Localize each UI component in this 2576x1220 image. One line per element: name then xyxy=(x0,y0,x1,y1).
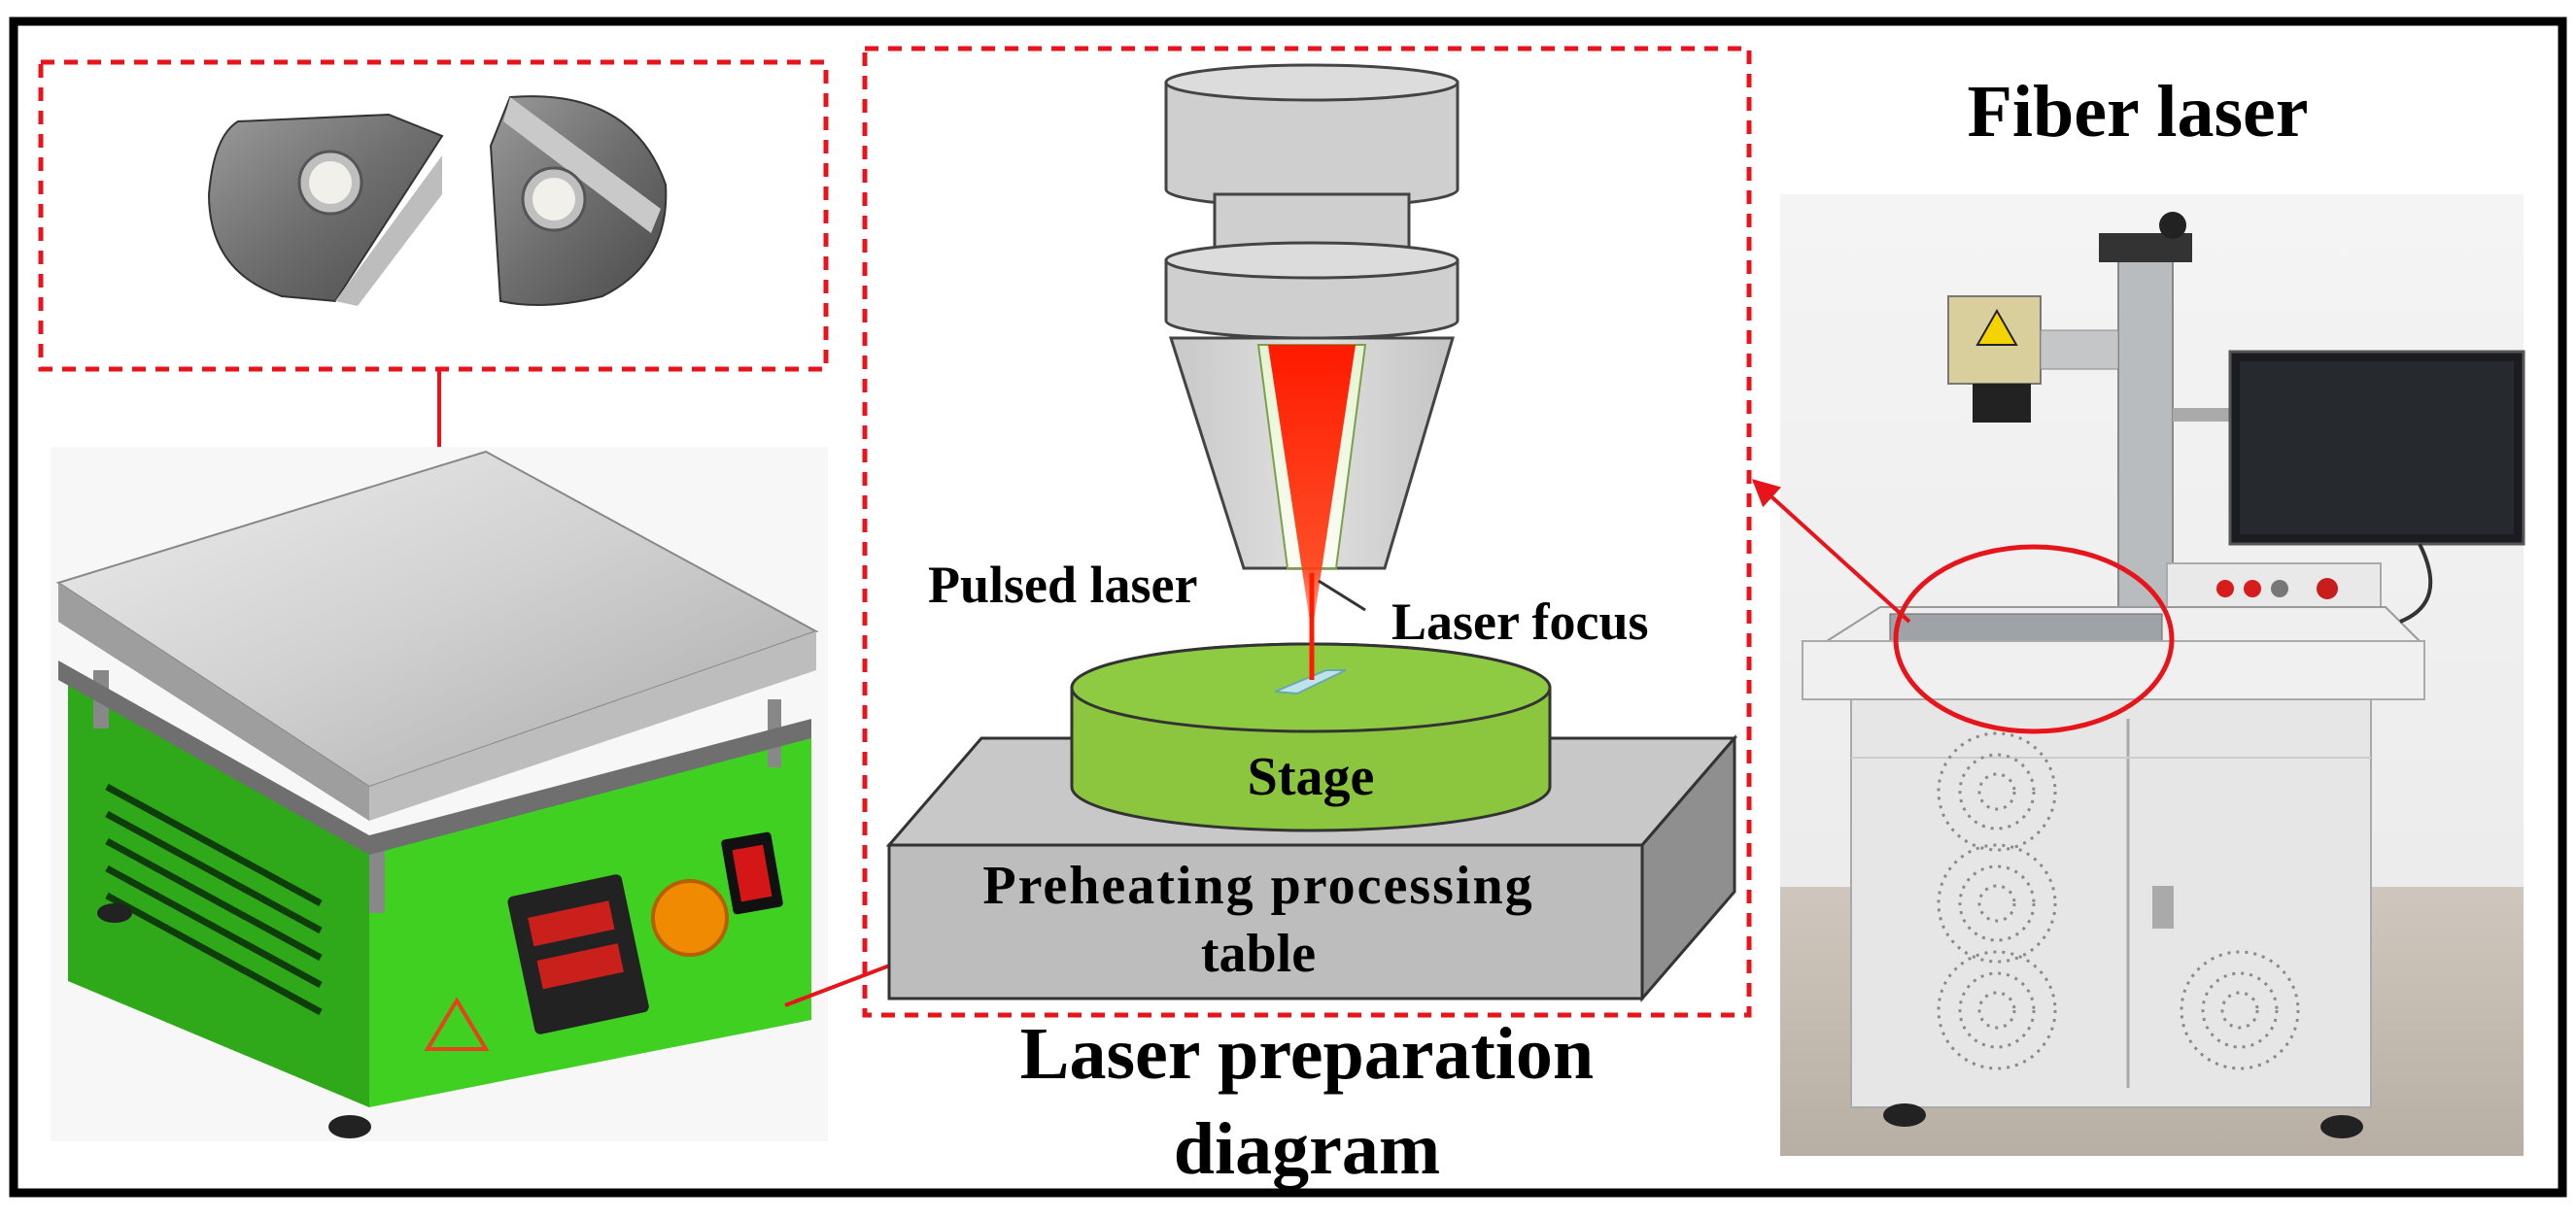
laser-head xyxy=(1164,63,1460,695)
label-laser-focus: Laser focus xyxy=(1391,593,1649,651)
caption-line1: Laser preparation xyxy=(1020,1013,1594,1095)
stage-cylinder-front xyxy=(1070,607,1552,832)
diagram-callout-box xyxy=(862,46,1752,1018)
laser-focus-leader xyxy=(1318,579,1366,612)
arrow-to-machine xyxy=(1751,479,1911,624)
label-table-line2: table xyxy=(1201,924,1316,984)
label-table-line1: Preheating processing xyxy=(982,856,1533,916)
fiber-laser-machine-photo xyxy=(1780,194,2525,1156)
label-pulsed-laser: Pulsed laser xyxy=(928,556,1198,614)
label-fiber-laser: Fiber laser xyxy=(1967,71,2308,152)
caption-line2: diagram xyxy=(1174,1108,1440,1190)
work-area-highlight xyxy=(1893,544,2175,734)
laser-beam xyxy=(1268,345,1356,622)
figure-frame xyxy=(9,17,2567,1198)
sample-disc-left xyxy=(207,113,444,306)
sample-discs-photo xyxy=(38,59,829,372)
sample-disc-right xyxy=(489,95,668,306)
label-stage: Stage xyxy=(1248,747,1375,807)
heating-plate-photo xyxy=(51,447,828,1141)
sample-callout-box xyxy=(38,59,829,372)
